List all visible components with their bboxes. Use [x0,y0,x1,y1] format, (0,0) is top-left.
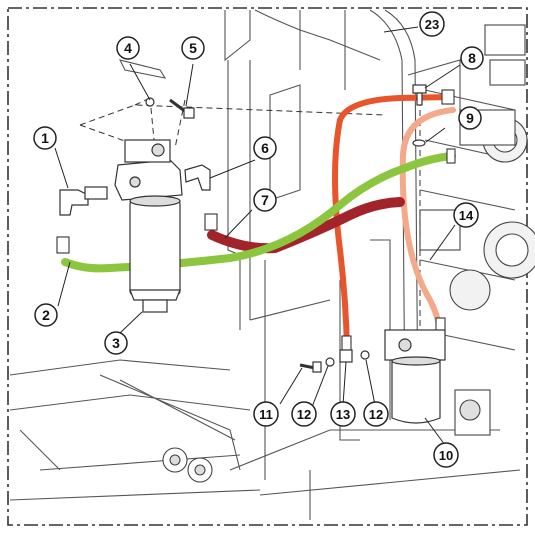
callout-c23: 23 [419,11,445,37]
callout-circle [458,106,482,130]
callout-circle [34,303,58,327]
callout-circle [33,126,57,150]
callout-c4: 4 [116,36,140,60]
callout-c8: 8 [460,46,484,70]
callout-number: 12 [297,407,311,422]
callout-number: 1 [41,130,49,146]
callout-number: 4 [124,40,132,56]
callout-c14: 14 [453,202,479,228]
callout-c7: 7 [253,188,277,212]
callout-number: 3 [112,335,120,351]
hose-fittings [56,89,456,351]
callout-circle [116,36,140,60]
pink-hose [399,107,456,338]
hoses [61,94,456,353]
callout-number: 8 [468,50,476,66]
dark-red-hose [207,197,405,254]
callout-number: 7 [261,192,269,208]
orange-hose [332,94,453,353]
callout-number: 11 [259,407,273,422]
callout-circle [253,401,279,427]
callout-number: 13 [336,407,350,422]
fuel-filter-left [59,97,211,313]
callout-number: 10 [439,448,453,463]
callout-c13: 13 [330,401,356,427]
callout-number: 23 [425,17,439,32]
callout-circle [291,401,317,427]
callout-circle [104,331,128,355]
callout-circle [181,36,205,60]
green-hose [61,152,456,273]
fitting-hardware [299,349,370,373]
callout-c10: 10 [433,442,459,468]
callout-c9: 9 [458,106,482,130]
callout-circle [453,202,479,228]
callout-circle [330,401,356,427]
callout-number: 9 [466,110,474,126]
callout-number: 2 [42,307,50,323]
callout-c5: 5 [181,36,205,60]
callout-circle [419,11,445,37]
callout-c2: 2 [34,303,58,327]
callout-number: 5 [189,40,197,56]
callout-circle [363,401,389,427]
callout-c3: 3 [104,331,128,355]
leader-lines [54,26,461,446]
callout-circle [253,136,277,160]
callout-number: 12 [369,407,383,422]
callout-circle [253,188,277,212]
callout-c12a: 12 [291,401,317,427]
water-separator-10 [384,84,446,424]
callout-circle [460,46,484,70]
callout-number: 14 [459,208,474,223]
callout-c6: 6 [253,136,277,160]
callout-circle [433,442,459,468]
callout-number: 6 [261,140,269,156]
callout-c11: 11 [253,401,279,427]
callout-c1: 1 [33,126,57,150]
callout-c12b: 12 [363,401,389,427]
